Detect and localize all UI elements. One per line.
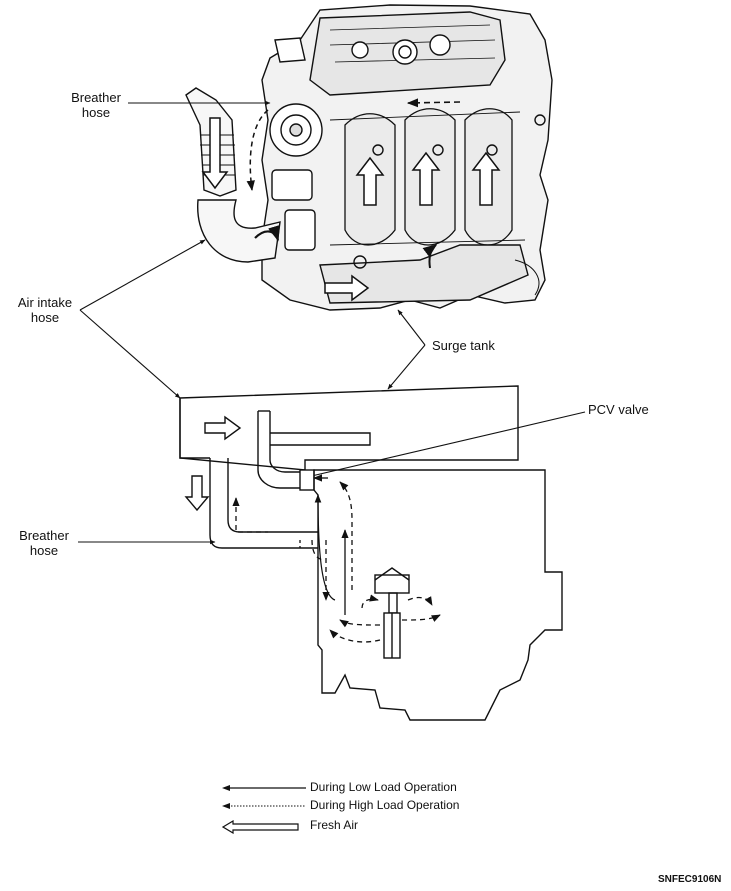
pcv-schematic [179, 385, 563, 721]
label-breather-hose-bottom: Breather hose [12, 528, 76, 558]
piston [374, 574, 410, 594]
label-text: Surge tank [432, 338, 495, 353]
breather-pipe [209, 458, 318, 549]
label-line-1: Breather [71, 90, 121, 105]
crankcase-outline [313, 469, 563, 721]
figure-code: SNFEC9106N [658, 874, 722, 885]
label-line-2: hose [29, 543, 59, 558]
breather-hose-down-arrow [201, 117, 229, 190]
pcv-valve [299, 469, 315, 491]
surge-tank-engine [319, 244, 529, 304]
schematic-flow-arrows [232, 474, 441, 643]
solid-line-icon [222, 785, 306, 791]
hollow-arrow-icon [222, 820, 299, 834]
leader-lines [78, 100, 586, 545]
label-line-2: hose [30, 310, 60, 325]
intake-manifold [329, 108, 526, 246]
fresh-air-arrow-right [204, 415, 242, 441]
legend-fresh-air-text: Fresh Air [310, 818, 359, 832]
label-breather-hose-top: Breather hose [64, 90, 128, 120]
dotted-line-icon [222, 803, 306, 809]
fresh-air-arrow-down [184, 475, 210, 512]
label-line-1: Air intake [17, 295, 73, 310]
manifold-fresh-air-arrows [355, 151, 501, 206]
surge-tank-fresh-air-arrow [324, 274, 370, 302]
label-surge-tank: Surge tank [432, 338, 495, 353]
air-intake-hose-illustration [197, 199, 281, 263]
engine-illustration [185, 4, 553, 311]
legend-high-load-text: During High Load Operation [310, 798, 460, 812]
pcv-tube [257, 411, 300, 489]
label-air-intake-hose: Air intake hose [7, 295, 83, 325]
label-line-1: Breather [19, 528, 69, 543]
legend-low-load-text: During Low Load Operation [310, 780, 457, 794]
label-text: PCV valve [588, 402, 649, 417]
label-line-2: hose [81, 105, 111, 120]
label-pcv-valve: PCV valve [588, 402, 649, 417]
